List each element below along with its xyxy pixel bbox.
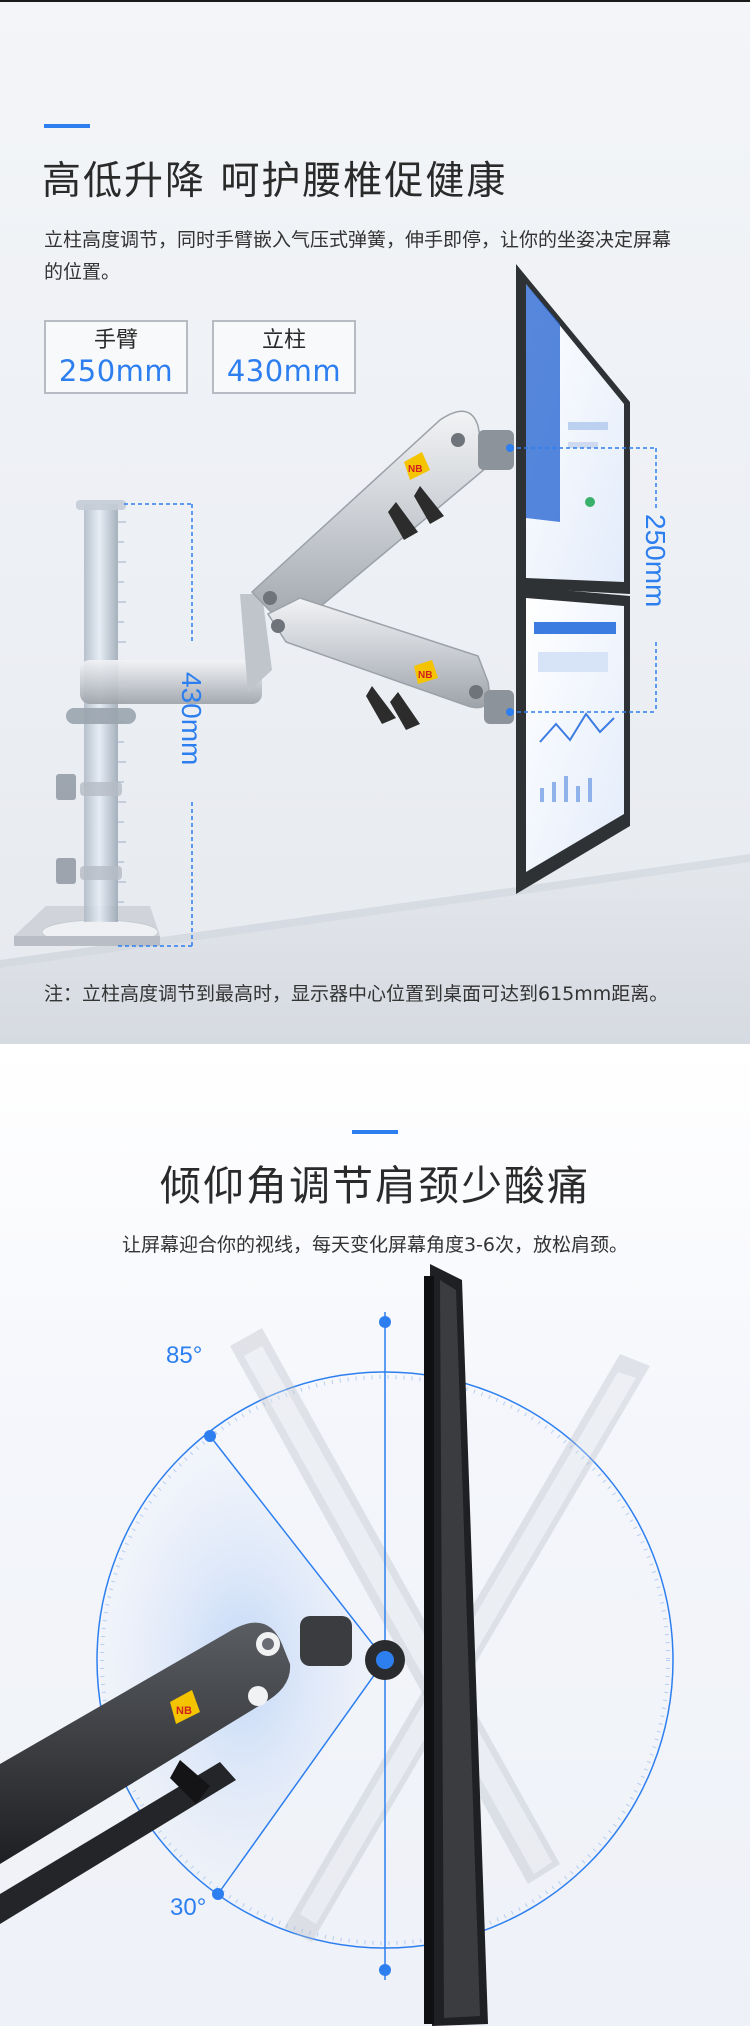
tilt-section-title: 倾仰角调节肩颈少酸痛: [160, 1162, 590, 1210]
nb-logo-dark-arm: NB: [170, 1690, 200, 1724]
title-accent-bar-2: [352, 1130, 398, 1134]
lower-vesa-joint: [484, 690, 514, 724]
base-arm: [80, 660, 262, 704]
tilt-illustration: NB: [0, 1264, 674, 2026]
upper-gas-spring-arm: NB: [250, 410, 487, 634]
monitor-dimension-line: [510, 447, 657, 713]
spec-pole-value: 430mm: [226, 354, 342, 388]
svg-text:NB: NB: [176, 1705, 192, 1717]
top-divider: [0, 0, 750, 2]
lower-monitor: [516, 586, 630, 894]
upper-monitor: [516, 264, 630, 594]
height-section-description: 立柱高度调节，同时手臂嵌入气压式弹簧，伸手即停，让你的坐姿决定屏幕的位置。: [44, 229, 672, 283]
angle-up-label: 85°: [166, 1342, 203, 1369]
svg-text:NB: NB: [408, 464, 422, 475]
spec-arm-label: 手臂: [93, 328, 138, 353]
spec-box-arm: 手臂 250mm: [44, 320, 188, 394]
spec-arm-value: 250mm: [58, 354, 174, 388]
svg-text:NB: NB: [418, 670, 432, 681]
lower-gas-spring-arm: NB: [266, 597, 490, 730]
pole-dimension-line: [118, 503, 193, 947]
spec-box-pole: 立柱 430mm: [212, 320, 356, 394]
desk-surface: [0, 854, 750, 1044]
height-note: 注：立柱高度调节到最高时，显示器中心位置到桌面可达到615mm距离。: [44, 983, 669, 1005]
nb-logo-lower: NB: [414, 660, 438, 684]
monitor-dimension-label: 250mm: [640, 514, 671, 607]
tilt-down-line: [217, 1659, 386, 1895]
tilt-up-line: [209, 1435, 386, 1661]
tilt-adjust-section: 倾仰角调节肩颈少酸痛 让屏幕迎合你的视线，每天变化屏幕角度3-6次，放松肩颈。: [0, 1044, 750, 2026]
upper-vesa-joint: [478, 430, 514, 470]
main-monitor-side: [424, 1264, 488, 2026]
height-section-title: 高低升降 呵护腰椎促健康: [42, 159, 508, 204]
pole-collar: [66, 708, 136, 724]
dark-monitor-arm: NB: [0, 1616, 405, 1924]
monitor-arm-illustration: NB NB: [0, 264, 750, 1044]
angle-down-label: 30°: [170, 1894, 207, 1921]
tilt-section-description: 让屏幕迎合你的视线，每天变化屏幕角度3-6次，放松肩颈。: [121, 1234, 629, 1256]
nb-logo-upper: NB: [404, 452, 430, 480]
height-adjust-section: 高低升降 呵护腰椎促健康 立柱高度调节，同时手臂嵌入气压式弹簧，伸手即停，让你的…: [0, 2, 750, 1044]
pole-dimension-label: 430mm: [176, 672, 207, 765]
title-accent-bar: [44, 124, 90, 128]
spec-pole-label: 立柱: [261, 328, 306, 353]
